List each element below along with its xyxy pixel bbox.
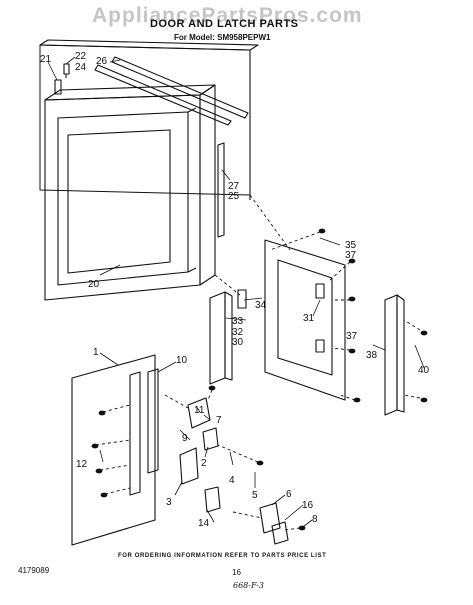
part-label: 2	[201, 458, 207, 469]
part-label: 25	[228, 191, 240, 202]
interlock-plate	[71, 354, 156, 546]
top-door-strip	[94, 56, 249, 126]
part-label: 37	[345, 250, 357, 261]
part-label: 16	[302, 500, 314, 511]
part-label: 37	[346, 331, 358, 342]
part-label: 24	[75, 62, 87, 73]
part-label: 32	[232, 327, 244, 338]
part-label: 10	[176, 355, 188, 366]
part-label: 21	[40, 54, 52, 65]
part-label: 7	[216, 415, 222, 426]
latch-plate-assembly	[237, 239, 346, 401]
part-label: 35	[345, 240, 357, 251]
latch-lever-bar	[129, 368, 159, 496]
side-door-strip	[217, 142, 225, 238]
part-label: 3	[166, 497, 172, 508]
model-label: For Model: SM958PEPW1	[174, 33, 271, 42]
part-label: 20	[88, 279, 100, 290]
handwritten-code: 668-F-3	[233, 581, 264, 590]
part-label: 38	[366, 350, 378, 361]
part-label: 11	[194, 405, 205, 416]
part-label: 5	[252, 490, 258, 501]
part-label: 40	[418, 365, 430, 376]
door-frame	[39, 39, 259, 200]
diagram-title: DOOR AND LATCH PARTS	[150, 18, 299, 30]
latch-bracket-right	[384, 294, 405, 416]
part-label: 30	[232, 337, 244, 348]
part-label: 6	[286, 489, 292, 500]
part-label: 8	[312, 514, 318, 525]
part-label: 14	[198, 518, 210, 529]
part-label: 4	[229, 475, 235, 486]
hinge-parts	[54, 63, 70, 95]
ordering-note: FOR ORDERING INFORMATION REFER TO PARTS …	[118, 553, 327, 559]
document-number: 4179089	[18, 566, 50, 575]
part-label: 34	[255, 300, 267, 311]
part-label: 27	[228, 181, 240, 192]
watermark: AppliancePartsPros.com	[92, 4, 363, 27]
interlock-switches	[179, 397, 289, 545]
part-label: 22	[75, 51, 87, 62]
part-label: 12	[76, 459, 88, 470]
part-label: 1	[93, 347, 99, 358]
part-label: 26	[96, 56, 108, 67]
latch-cover-front	[209, 291, 233, 385]
part-label: 9	[182, 433, 188, 444]
part-label: 33	[232, 316, 244, 327]
page-number: 16	[232, 568, 241, 577]
part-label: 31	[303, 313, 315, 324]
part-number-labels: 21 22 24 26 27 25 20 35 37 34 33 32 30 3…	[40, 51, 430, 529]
